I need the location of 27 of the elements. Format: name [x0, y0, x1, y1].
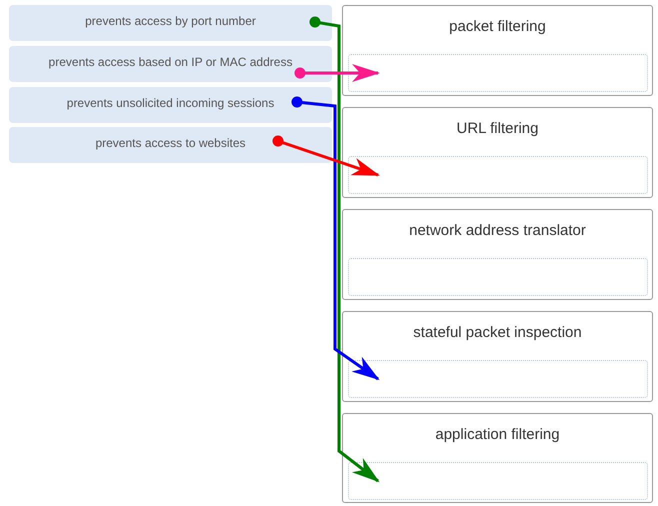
- target-title: application filtering: [434, 426, 561, 443]
- arrow: [294, 64, 380, 82]
- target-box: [342, 107, 653, 198]
- target-box: [342, 413, 653, 503]
- option-text: prevents access based on IP or MAC address: [48, 55, 292, 69]
- drop-field: [348, 360, 648, 398]
- drop-field: [348, 156, 648, 194]
- target-box: [342, 209, 653, 300]
- arrow: [292, 96, 380, 380]
- target-box: [342, 311, 653, 402]
- draggable-option: [9, 87, 332, 123]
- drop-field: [348, 462, 648, 500]
- draggable-option: [9, 127, 332, 163]
- drop-field: [348, 258, 648, 296]
- option-text: prevents access by port number: [85, 14, 256, 28]
- draggable-option: [9, 46, 332, 82]
- target-title: URL filtering: [456, 120, 540, 137]
- target-box: [342, 5, 653, 96]
- option-text: prevents access to websites: [95, 136, 246, 150]
- arrow: [310, 16, 380, 482]
- target-title: network address translator: [408, 222, 587, 239]
- arrow: [272, 136, 380, 176]
- drop-field: [348, 54, 648, 92]
- target-title: packet filtering: [448, 18, 547, 35]
- target-title: stateful packet inspection: [412, 324, 583, 341]
- option-text: prevents unsolicited incoming sessions: [66, 96, 274, 110]
- draggable-option: [9, 5, 332, 41]
